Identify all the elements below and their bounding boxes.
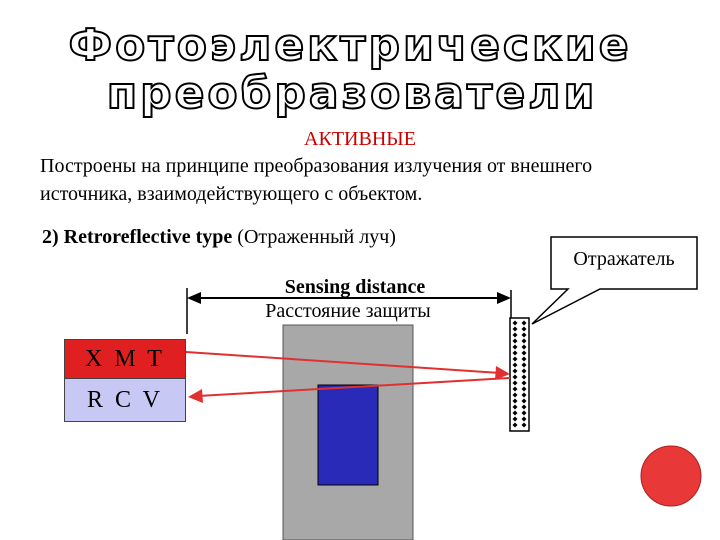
beam-outgoing: [185, 351, 501, 374]
reflector-diamond: [512, 356, 518, 362]
reflector-diamond: [521, 380, 527, 386]
reflector-diamond: [512, 344, 518, 350]
reflector-diamond: [512, 386, 518, 392]
reflector-diamond: [521, 398, 527, 404]
reflector-diamond: [521, 404, 527, 410]
reflector-diamond: [512, 404, 518, 410]
reflector-diamond: [521, 410, 527, 416]
reflector-diamond: [512, 320, 518, 326]
reflector-diamond: [521, 386, 527, 392]
reflector-diamond: [512, 338, 518, 344]
type-line: 2) Retroreflective type (Отраженный луч): [42, 226, 396, 249]
reflector-diamond: [512, 374, 518, 380]
reflector-diamond: [521, 338, 527, 344]
indicator-circle: [640, 445, 702, 507]
reflector-diamond: [521, 362, 527, 368]
object-core: [317, 384, 379, 486]
reflector-diamond: [512, 368, 518, 374]
reflector-diamond: [512, 362, 518, 368]
reflector-diamond: [521, 356, 527, 362]
beam-return: [197, 377, 511, 397]
title-line-2: преобразователи: [107, 68, 598, 119]
type-number: 2): [42, 226, 59, 248]
type-russian: (Отраженный луч): [237, 226, 396, 248]
callout-bubble: [531, 236, 698, 325]
reflector-pattern: [512, 320, 527, 428]
type-english: Retroreflective type: [63, 226, 233, 248]
sensing-distance-english: Sensing distance: [284, 276, 426, 298]
subtitle: АКТИВНЫЕ: [304, 128, 416, 150]
reflector-diamond: [512, 416, 518, 422]
reflector-diamond: [521, 326, 527, 332]
beam-outgoing-arrowhead: [495, 366, 510, 380]
reflector-diamond: [521, 320, 527, 326]
reflector-diamond: [512, 392, 518, 398]
reflector-diamond: [521, 392, 527, 398]
reflector-diamond: [521, 374, 527, 380]
reflector-diamond: [512, 332, 518, 338]
sensing-distance-russian: Расстояние защиты: [265, 300, 431, 322]
reflector-diamond: [521, 350, 527, 356]
reflector-diamond: [512, 380, 518, 386]
title-line-1: Фотоэлектрические: [68, 20, 631, 71]
reflector-diamond: [521, 332, 527, 338]
title-graphic: Фотоэлектрические преобразователи: [67, 19, 631, 120]
beam-return-arrowhead: [188, 389, 203, 403]
callout-label: Отражатель: [573, 248, 675, 270]
reflector-diamond: [521, 368, 527, 374]
reflector-diamond: [512, 410, 518, 416]
reflector-diamond: [512, 422, 518, 428]
intro-text: Построены на принципе преобразования изл…: [40, 155, 593, 205]
reflector-diamond: [521, 422, 527, 428]
reflector-diamond: [512, 326, 518, 332]
receiver-box: R C V: [64, 378, 186, 422]
dimension-arrow-left: [187, 292, 201, 304]
dimension-arrow-right: [497, 292, 511, 304]
reflector-diamond: [512, 350, 518, 356]
reflector-diamond: [521, 416, 527, 422]
transmitter-box: X M T: [64, 339, 186, 379]
reflector-diamond: [512, 398, 518, 404]
reflector-diamond: [521, 344, 527, 350]
